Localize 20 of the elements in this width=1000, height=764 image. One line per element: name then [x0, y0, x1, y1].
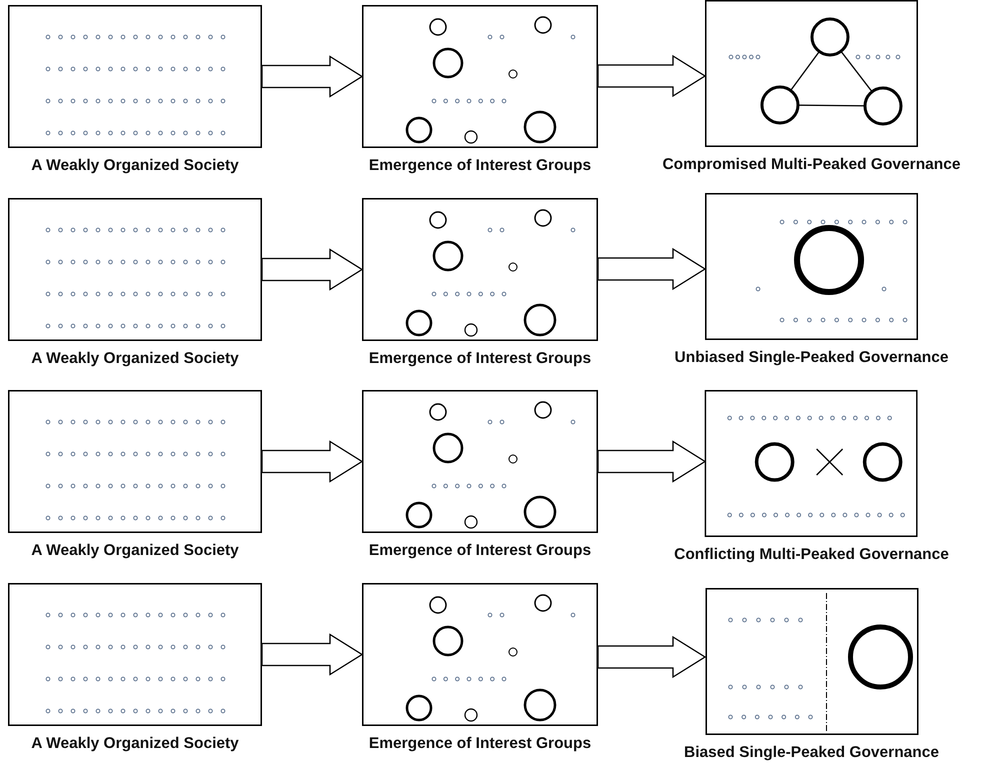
block-arrow: [597, 54, 706, 98]
panel-caption: Conflicting Multi-Peaked Governance: [674, 546, 949, 564]
block-arrow: [261, 633, 364, 676]
panel-caption: Compromised Multi-Peaked Governance: [662, 156, 961, 174]
panel-caption: A Weakly Organized Society: [31, 157, 239, 175]
panel-caption: Emergence of Interest Groups: [368, 157, 592, 175]
panel-caption: A Weakly Organized Society: [31, 350, 239, 368]
block-arrow: [597, 440, 706, 483]
block-arrow: [261, 55, 364, 98]
block-arrow: [261, 248, 364, 291]
panel-caption: Biased Single-Peaked Governance: [684, 744, 939, 762]
panel-caption: Emergence of Interest Groups: [368, 350, 592, 368]
block-arrow: [597, 636, 706, 678]
block-arrow: [597, 248, 706, 290]
block-arrow: [261, 440, 364, 483]
panel-caption: A Weakly Organized Society: [31, 542, 239, 560]
panel-caption: Emergence of Interest Groups: [368, 735, 592, 753]
panel-caption: Unbiased Single-Peaked Governance: [674, 349, 948, 367]
panel-caption: A Weakly Organized Society: [31, 735, 239, 753]
panel-caption: Emergence of Interest Groups: [368, 542, 592, 560]
